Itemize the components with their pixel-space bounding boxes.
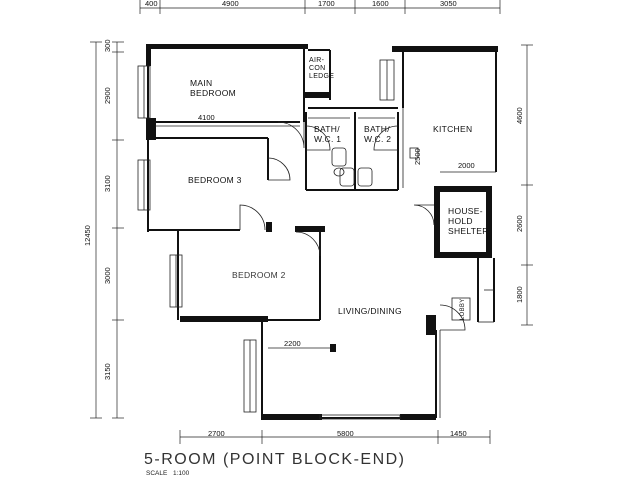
dim-top-1: 400 [145,0,158,8]
dim-bottom-3: 1450 [450,429,467,438]
plan-title: 5-ROOM (POINT BLOCK-END) [144,451,406,468]
doors [239,121,471,331]
bathroom-fixtures [331,147,419,187]
dim-left-1: 300 [103,39,112,52]
dim-left-4: 3000 [103,267,112,284]
dim-top-4: 1600 [372,0,389,8]
dim-left-total: 12450 [83,225,92,246]
bath2-label-1: BATH/ [364,124,390,134]
dim-inner-3: 2000 [458,161,475,170]
dim-top-3: 1700 [318,0,335,8]
dimension-labels: 400 4900 1700 1600 3050 300 2900 3100 30… [83,0,524,438]
shelter-label-1: HOUSE- [448,206,483,216]
dim-right-1: 4600 [515,107,524,124]
dim-inner-2: 2500 [413,148,422,165]
dim-right-2: 2600 [515,215,524,232]
lobby-label: LOBBY [460,298,466,320]
bath1-label-1: BATH/ [314,124,340,134]
aircon-label-2: CON [309,65,325,72]
dim-bottom-2: 5800 [337,429,354,438]
dim-bottom-1: 2700 [208,429,225,438]
dim-inner-4: 2200 [284,339,301,348]
bath2-label-2: W.C. 2 [364,134,391,144]
dimension-lines [90,0,533,444]
dim-top-2: 4900 [222,0,239,8]
living-dining-label: LIVING/DINING [338,306,402,316]
dim-inner-1: 4100 [198,113,215,122]
bath1-label-2: W.C. 1 [314,134,341,144]
room-labels: MAIN BEDROOM BEDROOM 3 AIR- CON LEDGE BA… [188,57,489,320]
walls [146,44,498,420]
dim-left-2: 2900 [103,87,112,104]
main-bedroom-label-2: BEDROOM [190,88,236,98]
main-bedroom-label-1: MAIN [190,78,212,88]
shelter-label-2: HOLD [448,216,473,226]
aircon-label-3: LEDGE [309,73,334,80]
dim-right-3: 1800 [515,286,524,303]
shelter-label-3: SHELTER [448,226,489,236]
windows [137,59,401,420]
dim-top-5: 3050 [440,0,457,8]
dim-left-5: 3150 [103,363,112,380]
scale-label: SCALE [146,470,168,477]
scale-value: 1:100 [173,470,190,477]
study-label: BEDROOM 2 [232,270,286,280]
aircon-label-1: AIR- [309,57,325,64]
bedroom3-label: BEDROOM 3 [188,175,242,185]
kitchen-label: KITCHEN [433,124,472,134]
dim-left-3: 3100 [103,175,112,192]
